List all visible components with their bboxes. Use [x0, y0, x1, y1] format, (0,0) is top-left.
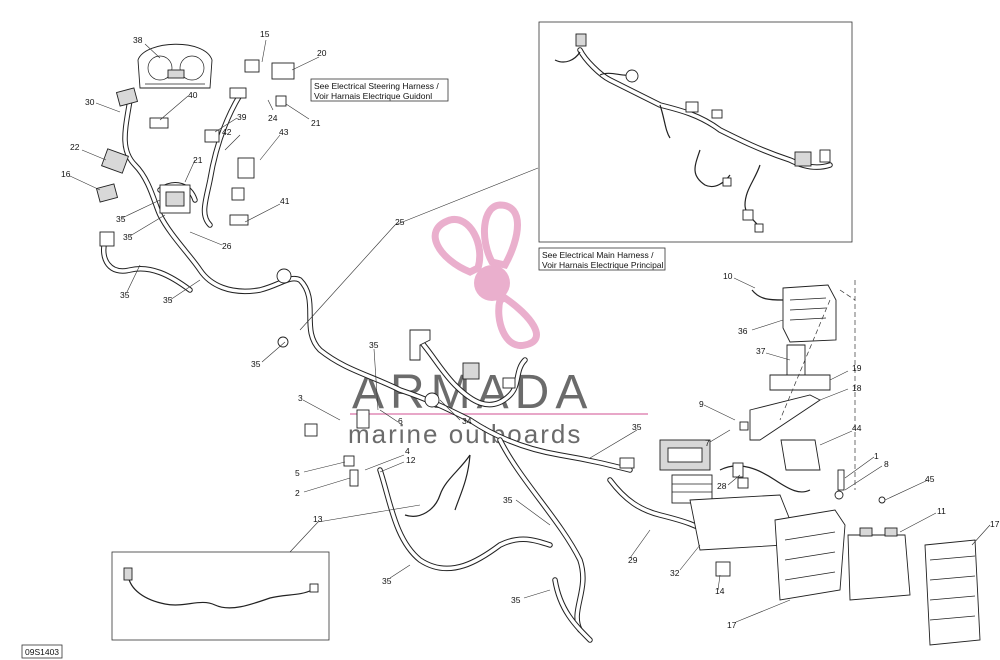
callout-16: 16 — [61, 169, 71, 179]
inset-battery-cable-drawing — [123, 567, 319, 609]
main-note-en: See Electrical Main Harness / — [542, 250, 654, 260]
watermark-tagline: marine outboards — [348, 419, 582, 449]
callout-21: 21 — [311, 118, 321, 128]
callout-38: 38 — [133, 35, 143, 45]
callout-4: 4 — [405, 446, 410, 456]
inset-battery-cable-box — [111, 551, 330, 641]
callout-35: 35 — [251, 359, 261, 369]
inset-main-harness-drawing — [554, 33, 833, 233]
callout-13: 13 — [313, 514, 323, 524]
callout-24: 24 — [268, 113, 278, 123]
callout-3: 3 — [298, 393, 303, 403]
callout-35: 35 — [511, 595, 521, 605]
callout-15: 15 — [260, 29, 270, 39]
callout-35: 35 — [369, 340, 379, 350]
callout-35: 35 — [382, 576, 392, 586]
instrument-cluster — [137, 43, 213, 89]
callout-34: 34 — [462, 416, 472, 426]
callout-19: 19 — [852, 363, 862, 373]
callout-17: 17 — [990, 519, 1000, 529]
steering-note-frame — [310, 78, 449, 102]
callout-36: 36 — [738, 326, 748, 336]
callout-35: 35 — [116, 214, 126, 224]
callout-35: 35 — [503, 495, 513, 505]
callout-45: 45 — [925, 474, 935, 484]
right-side-electronics — [659, 280, 981, 646]
callout-2: 2 — [295, 488, 300, 498]
callout-26: 26 — [222, 241, 232, 251]
callout-8: 8 — [884, 459, 889, 469]
callout-22: 22 — [70, 142, 80, 152]
callout-17: 17 — [727, 620, 737, 630]
callout-20: 20 — [317, 48, 327, 58]
top-left-components — [95, 59, 295, 348]
callout-5: 5 — [295, 468, 300, 478]
inset-main-harness-box — [538, 21, 853, 243]
armada-propeller-logo — [431, 201, 540, 349]
callout-6: 6 — [398, 416, 403, 426]
callout-35: 35 — [123, 232, 133, 242]
callout-18: 18 — [852, 383, 862, 393]
callout-11: 11 — [937, 506, 946, 516]
callout-14: 14 — [715, 586, 725, 596]
callout-32: 32 — [670, 568, 680, 578]
callout-41: 41 — [280, 196, 290, 206]
callout-30: 30 — [85, 97, 95, 107]
callout-42: 42 — [222, 127, 232, 137]
main-note-fr: Voir Harnais Electrique Principal — [542, 260, 664, 270]
callout-35: 35 — [163, 295, 173, 305]
main-note-frame — [538, 247, 666, 271]
callout-numbers: 38 15 20 40 30 24 21 39 42 43 22 21 16 3… — [61, 29, 1000, 630]
callout-9: 9 — [699, 399, 704, 409]
callout-43: 43 — [279, 127, 289, 137]
callout-1: 1 — [874, 451, 879, 461]
reference-code-frame — [21, 644, 63, 659]
callout-35: 35 — [632, 422, 642, 432]
callout-21: 21 — [193, 155, 203, 165]
callout-12: 12 — [406, 455, 416, 465]
callout-44: 44 — [852, 423, 862, 433]
reference-code: 09S1403 — [25, 647, 59, 657]
callout-10: 10 — [723, 271, 733, 281]
callout-35: 35 — [120, 290, 130, 300]
callout-25: 25 — [395, 217, 405, 227]
callout-29: 29 — [628, 555, 638, 565]
callout-39: 39 — [237, 112, 247, 122]
callout-28: 28 — [717, 481, 727, 491]
leader-lines — [69, 39, 991, 623]
center-components — [304, 329, 635, 511]
steering-note-fr: Voir Harnais Electrique Guidonl — [314, 91, 432, 101]
callout-40: 40 — [188, 90, 198, 100]
steering-note-en: See Electrical Steering Harness / — [314, 81, 439, 91]
callout-7: 7 — [705, 438, 710, 448]
callout-37: 37 — [756, 346, 766, 356]
